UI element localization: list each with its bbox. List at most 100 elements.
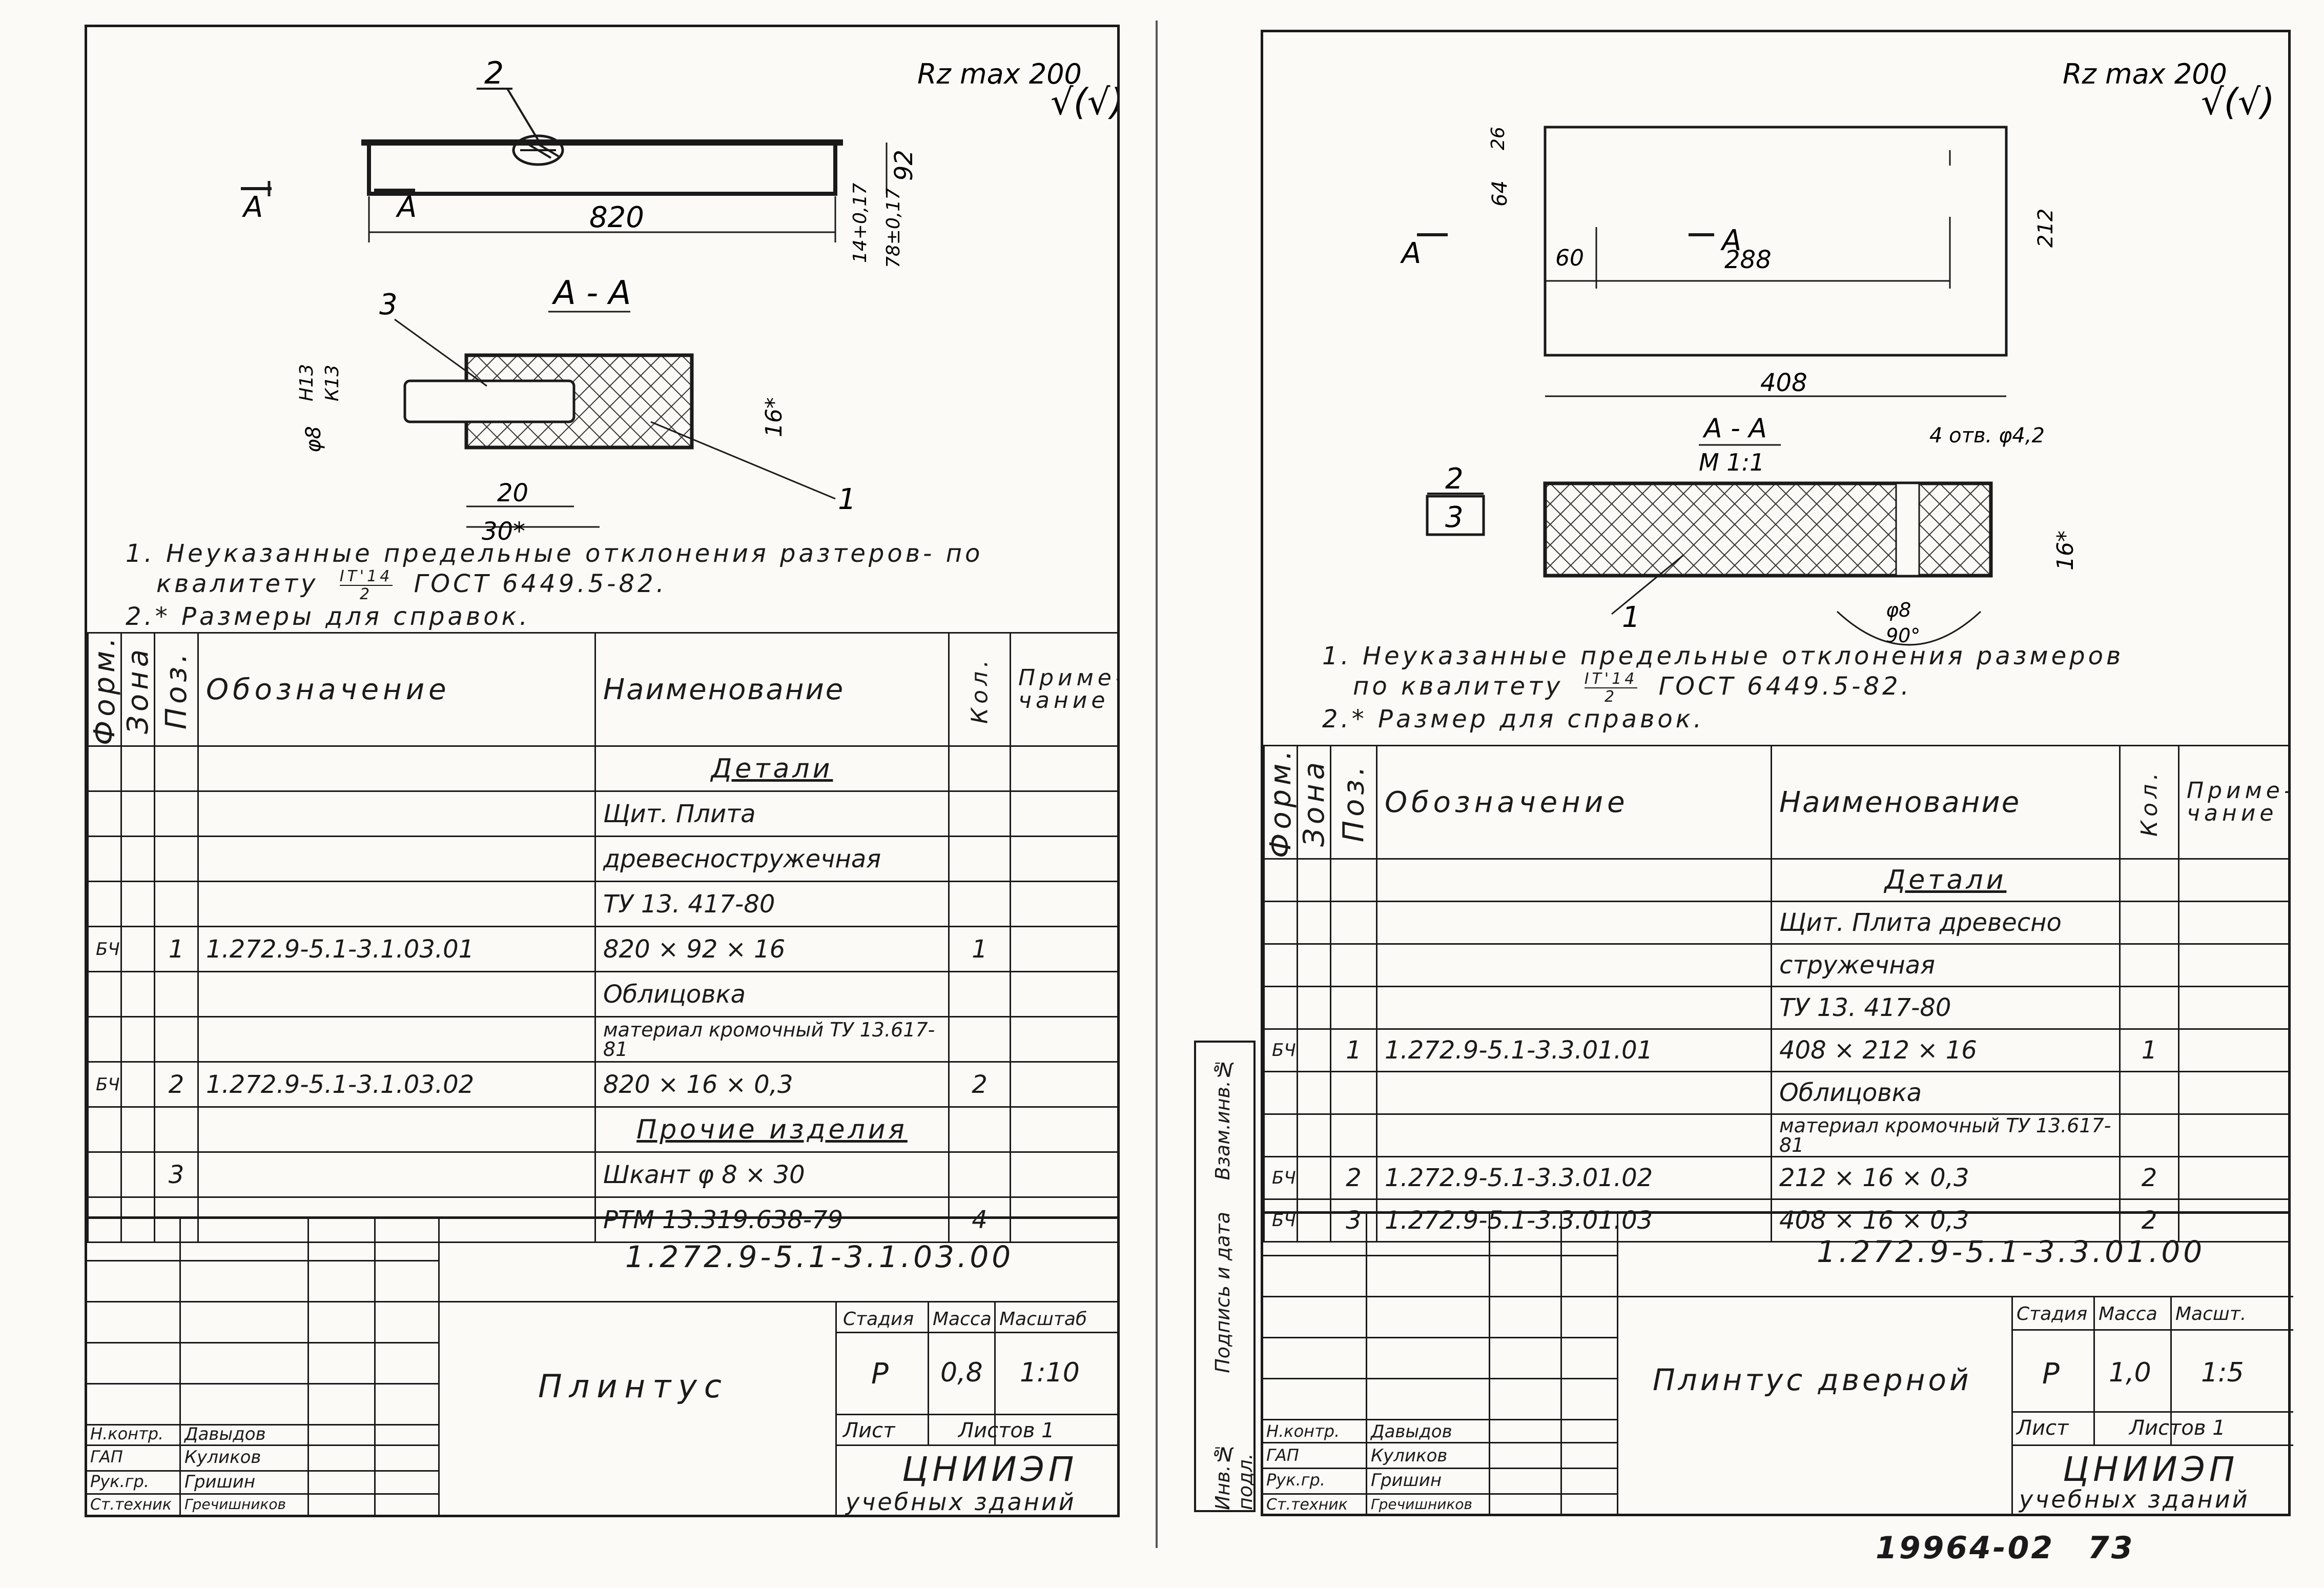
cell-format: БЧ <box>1263 1156 1298 1200</box>
cell-name: 820 × 16 × 0,3 <box>594 1061 950 1108</box>
table-row: Прочие изделия <box>87 1106 1119 1153</box>
note-1-fraction: IT'14 2 <box>339 568 393 603</box>
stage-label: Стадия <box>843 1309 914 1330</box>
header-zone: Зона <box>121 633 155 746</box>
mass-label: Масса <box>933 1309 992 1330</box>
header-pos: Поз. <box>1330 745 1377 859</box>
cell-zone <box>120 1061 155 1108</box>
cell-pos <box>154 971 199 1018</box>
note-1-text: квалитету <box>156 569 319 599</box>
cell-pos <box>154 1106 199 1153</box>
drawing-sheet-2: Rz max 200 √(√) 26 64 60 288 212 408 А А… <box>1261 30 2293 1516</box>
cell-qty <box>948 971 1011 1018</box>
dim-212: 212 <box>2034 209 2058 248</box>
cell-name: Прочие изделия <box>594 1106 950 1153</box>
cell-format <box>1263 901 1298 945</box>
plinth-plan-view <box>1544 126 2008 357</box>
cell-designation: 1.272.9-5.1-3.3.01.03 <box>1376 1198 1772 1243</box>
name-kulikov: Куликов <box>184 1447 261 1468</box>
cell-format <box>87 1016 122 1063</box>
note-1-text: по квалитету <box>1353 672 1564 701</box>
cell-name: Щит. Плита древесно <box>1771 901 2121 945</box>
cell-note <box>1010 1061 1119 1108</box>
cell-designation <box>197 1196 596 1244</box>
cell-qty: 2 <box>948 1061 1011 1108</box>
fraction-top: IT'14 <box>1584 670 1638 689</box>
dim-30: 30* <box>482 517 525 546</box>
drawing-code: 1.272.9-5.1-3.1.03.00 <box>625 1239 1014 1274</box>
header-qty: Кол. <box>2120 745 2179 859</box>
cell-format <box>1263 1113 1298 1158</box>
position-label-3: 3 <box>379 288 398 321</box>
table-row: Щит. Плита <box>87 790 1119 838</box>
cell-qty <box>2119 986 2179 1030</box>
note-1: 1. Неуказанные предельные отклонения раз… <box>126 539 983 568</box>
cell-note <box>1010 881 1119 928</box>
note-1-standard: ГОСТ 6449.5-82. <box>1658 672 1912 701</box>
position-label-3: 3 <box>1445 501 1464 534</box>
cell-format <box>87 745 122 792</box>
cell-qty <box>2119 1113 2179 1158</box>
cell-zone <box>120 1196 155 1244</box>
organization-name: ЦНИИЭП <box>902 1450 1078 1489</box>
cell-designation <box>1376 858 1772 903</box>
page-number: 73 <box>2088 1530 2135 1566</box>
fold-line <box>1156 21 1158 1548</box>
cell-note <box>2178 901 2290 945</box>
cell-pos: 2 <box>1330 1156 1377 1200</box>
dim-14: 14+0,17 <box>850 183 871 263</box>
dim-phi8: φ8 <box>1886 599 1911 621</box>
cell-designation <box>197 881 596 928</box>
header-name: Наименование <box>594 632 950 747</box>
drawing-title: Плинтус дверной <box>1653 1362 1972 1397</box>
header-pos: Поз. <box>154 633 198 746</box>
dim-64: 64 <box>1488 180 1512 207</box>
cell-name: ТУ 13. 417-80 <box>594 881 950 928</box>
dowel-detail <box>512 134 564 166</box>
roughness-text: Rz max 200 <box>917 58 1082 90</box>
specification-table-1: Форм. Зона Поз. Обозначение Наименование… <box>87 632 1119 1244</box>
title-block-1: 1.272.9-5.1-3.1.03.00 Плинтус Стадия Мас… <box>85 1216 1120 1517</box>
cell-zone <box>1297 986 1331 1030</box>
roughness-symbol: √(√) <box>2201 81 2275 123</box>
fraction-bottom: 2 <box>1604 688 1618 706</box>
cell-name: древесностружечная <box>594 836 950 883</box>
cell-format: БЧ <box>87 926 122 973</box>
position-label-2: 2 <box>1445 462 1464 496</box>
table-row: Облицовка <box>87 971 1119 1018</box>
cell-designation <box>1376 943 1772 988</box>
mass-label: Масса <box>2099 1304 2157 1325</box>
note-1-cont: квалитету IT'14 2 ГОСТ 6449.5-82. <box>126 568 983 603</box>
mass-value: 0,8 <box>940 1357 983 1388</box>
dim-length-820: 820 <box>589 201 644 234</box>
cell-pos: 2 <box>154 1061 199 1108</box>
cell-name: стружечная <box>1771 943 2121 988</box>
cell-zone <box>120 881 155 928</box>
spec-header-row: Форм. Зона Поз. Обозначение Наименование… <box>1264 744 2290 860</box>
cell-zone <box>120 1151 155 1198</box>
header-note: Приме-чание <box>1010 632 1119 747</box>
drawing-code: 1.272.9-5.1-3.3.01.00 <box>1817 1234 2206 1269</box>
role-rukgr: Рук.гр. <box>90 1472 150 1491</box>
cell-qty <box>948 1016 1011 1063</box>
cell-note <box>1010 971 1119 1018</box>
section-a-a-title: А - А <box>1702 413 1767 444</box>
cell-format: БЧ <box>87 1061 122 1108</box>
cell-designation <box>1376 1071 1772 1115</box>
name-grechishnikov: Гречишников <box>1371 1496 1473 1513</box>
table-row: Щит. Плита древесно <box>1263 901 2290 945</box>
cell-designation <box>197 1106 596 1153</box>
cell-qty: 2 <box>2119 1156 2179 1200</box>
cell-zone <box>120 836 155 883</box>
cell-pos <box>1330 943 1377 988</box>
position-label-1: 1 <box>1622 601 1640 634</box>
cell-designation <box>1376 901 1772 945</box>
specification-table-2: Форм. Зона Поз. Обозначение Наименование… <box>1263 744 2290 1243</box>
plinth-drawing-1: Rz max 200 √(√) 2 А А 820 92 14+0,17 78±… <box>241 55 1117 546</box>
cell-zone <box>1297 1198 1331 1243</box>
dim-phi8: φ8 <box>302 426 325 453</box>
role-gap: ГАП <box>90 1447 123 1467</box>
note-1-cont: по квалитету IT'14 2 ГОСТ 6449.5-82. <box>1322 670 2124 705</box>
header-zone: Зона <box>1297 745 1331 859</box>
